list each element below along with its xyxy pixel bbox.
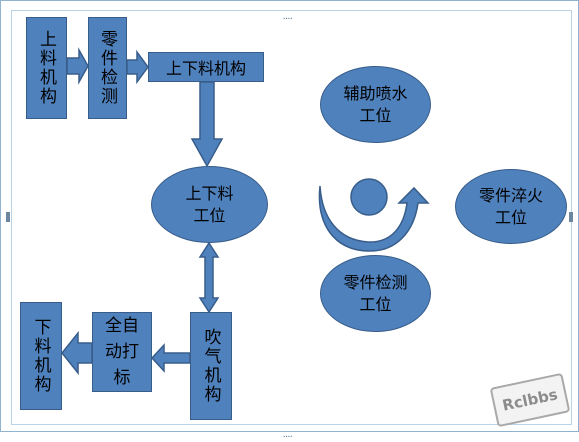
- blowing-mechanism-box[interactable]: 吹气机构: [190, 312, 232, 420]
- quench-station-ellipse[interactable]: 零件淬火工位: [455, 169, 567, 244]
- loading-mechanism-box[interactable]: 上料机构: [26, 17, 67, 119]
- arrow-inspection-to-loader: [126, 49, 149, 85]
- connector-layer: [61, 47, 430, 376]
- auto-marking-label: 全自动打标: [105, 316, 139, 388]
- auto-marking-box[interactable]: 全自动打标: [92, 312, 152, 392]
- watermark-text: Rclbbs: [500, 385, 560, 415]
- arrow-loader-to-station: [190, 81, 224, 168]
- arrow-loading-to-inspection: [66, 47, 89, 85]
- arrow-station-blowing-double: [198, 241, 220, 314]
- blowing-mechanism-label: 吹气机构: [200, 328, 221, 404]
- left-handle[interactable]: [6, 212, 10, 222]
- auxiliary-spray-station-ellipse[interactable]: 辅助喷水工位: [320, 66, 431, 143]
- loading-station-ellipse[interactable]: 上下料工位: [151, 166, 268, 243]
- detection-station-label: 零件检测工位: [343, 272, 408, 314]
- loading-station-label: 上下料工位: [185, 183, 234, 225]
- arrow-blowing-to-marking: [150, 343, 191, 373]
- unloading-mechanism-box[interactable]: 下料机构: [20, 302, 62, 410]
- arrow-marking-to-unloading: [61, 330, 93, 376]
- loading-mechanism-label: 上料机构: [36, 30, 56, 106]
- loader-unloader-box[interactable]: 上下料机构: [148, 52, 264, 82]
- part-inspection-label: 零件检测: [97, 30, 117, 106]
- workpiece-circle: [350, 178, 388, 216]
- loader-unloader-label: 上下料机构: [165, 59, 246, 78]
- detection-station-ellipse[interactable]: 零件检测工位: [320, 255, 431, 332]
- quench-station-label: 零件淬火工位: [479, 185, 544, 227]
- part-inspection-box[interactable]: 零件检测: [88, 17, 127, 119]
- unloading-mechanism-label: 下料机构: [30, 318, 51, 394]
- auxiliary-spray-station-label: 辅助喷水工位: [343, 83, 408, 125]
- curved-rotation-arrow-icon: [318, 185, 430, 252]
- right-handle[interactable]: [569, 212, 573, 222]
